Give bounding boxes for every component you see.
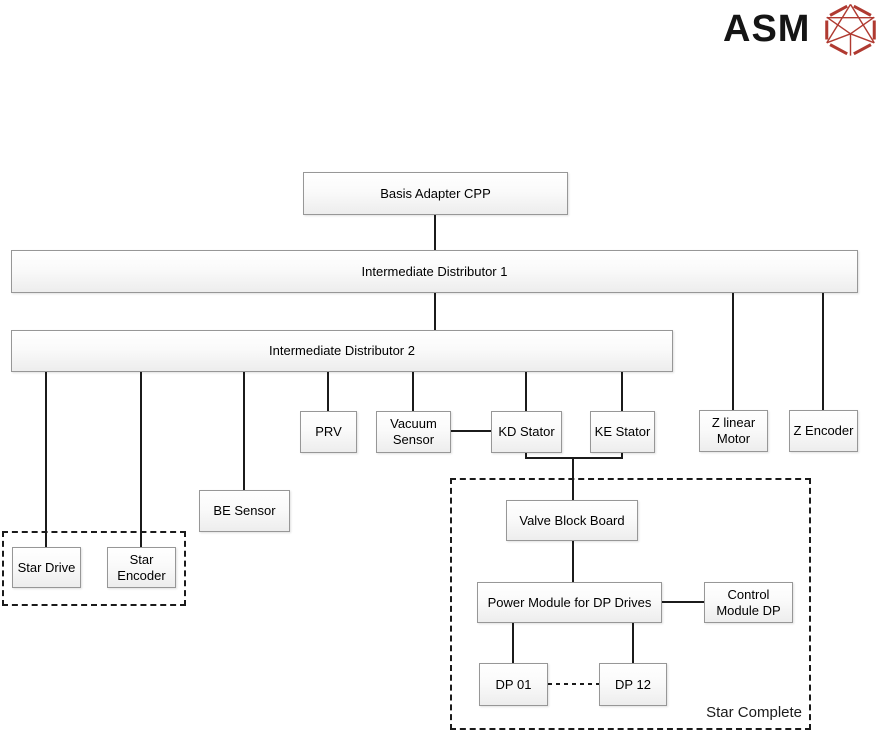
node-vacuum-sensor: Vacuum Sensor <box>376 411 451 453</box>
node-z-linear-motor: Z linear Motor <box>699 410 768 452</box>
node-z-encoder: Z Encoder <box>789 410 858 452</box>
node-label: Star Encoder <box>117 551 166 583</box>
connector-kd-junction <box>525 453 527 459</box>
node-label: Intermediate Distributor 1 <box>361 263 508 279</box>
node-label: DP 12 <box>615 676 651 692</box>
node-ke-stator: KE Stator <box>590 411 655 453</box>
node-intermediate-distributor-1: Intermediate Distributor 1 <box>11 250 858 293</box>
node-label: Z linear Motor <box>711 415 756 446</box>
node-valve-block-board: Valve Block Board <box>506 500 638 541</box>
connector-power-control <box>662 601 704 603</box>
connector-dp01-dp12-dotted <box>548 683 599 685</box>
node-control-module-dp: Control Module DP <box>704 582 793 623</box>
node-label: BE Sensor <box>213 503 276 519</box>
connector-id2-ke <box>621 372 623 411</box>
connector-power-dp12 <box>632 623 634 663</box>
asm-polyhedron-icon <box>825 3 876 56</box>
connector-id2-starencoder <box>140 372 142 547</box>
node-dp-12: DP 12 <box>599 663 667 706</box>
node-label: Vacuum Sensor <box>390 416 437 447</box>
connector-id2-besensor <box>243 372 245 490</box>
node-label: Intermediate Distributor 2 <box>269 343 415 359</box>
node-label: DP 01 <box>495 676 532 692</box>
group-star-units <box>2 531 186 606</box>
node-label: Power Module for DP Drives <box>487 594 652 610</box>
connector-id2-prv <box>327 372 329 411</box>
node-star-encoder: Star Encoder <box>107 547 176 588</box>
node-label: Control Module DP <box>716 586 781 618</box>
node-label: Z Encoder <box>793 423 854 439</box>
node-prv: PRV <box>300 411 357 453</box>
connector-valve-power <box>572 541 574 582</box>
connector-id2-kd <box>525 372 527 411</box>
node-dp-01: DP 01 <box>479 663 548 706</box>
node-label: KD Stator <box>498 424 555 440</box>
node-basis-adapter-cpp: Basis Adapter CPP <box>303 172 568 215</box>
node-intermediate-distributor-2: Intermediate Distributor 2 <box>11 330 673 372</box>
node-label: Valve Block Board <box>519 512 625 528</box>
node-star-drive: Star Drive <box>12 547 81 588</box>
asm-logo-text: ASM <box>723 8 811 50</box>
connector-ke-junction <box>621 453 623 459</box>
connector-basis-id1 <box>434 215 436 250</box>
connector-id2-stardrive <box>45 372 47 547</box>
connector-power-dp01 <box>512 623 514 663</box>
connector-id1-zencoder <box>822 293 824 410</box>
connector-id2-vacuum <box>412 372 414 411</box>
node-power-module-dp-drives: Power Module for DP Drives <box>477 582 662 623</box>
connector-id1-zmotor <box>732 293 734 410</box>
connector-vacuum-kd <box>450 430 491 432</box>
node-kd-stator: KD Stator <box>491 411 562 453</box>
connector-junction-bar <box>525 457 623 459</box>
node-label: Star Drive <box>17 559 76 575</box>
node-be-sensor: BE Sensor <box>199 490 290 532</box>
node-label: PRV <box>315 424 342 440</box>
connector-junction-valve <box>572 457 574 500</box>
node-label: KE Stator <box>594 424 651 440</box>
group-star-complete <box>450 478 811 730</box>
group-star-complete-label: Star Complete <box>706 704 802 721</box>
node-label: Basis Adapter CPP <box>380 185 491 201</box>
connector-id1-id2 <box>434 293 436 330</box>
